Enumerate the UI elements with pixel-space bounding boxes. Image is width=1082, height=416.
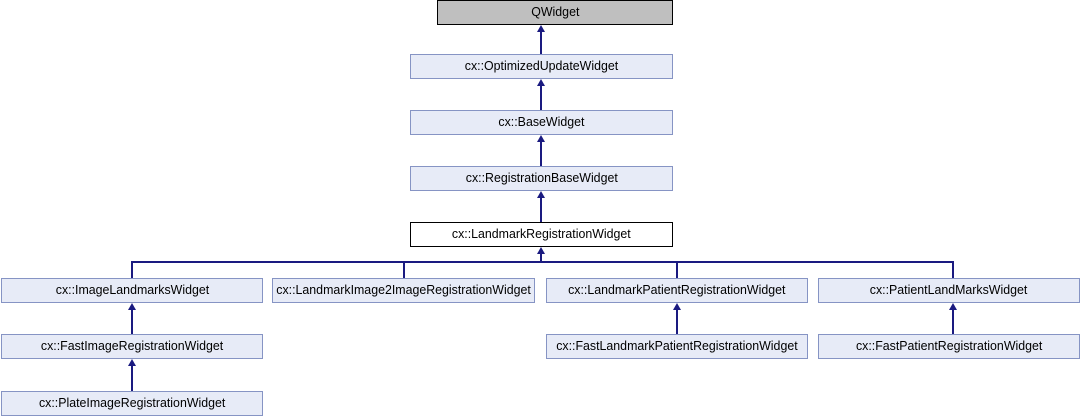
node-optimizedupdatewidget[interactable]: cx::OptimizedUpdateWidget: [410, 54, 673, 79]
node-label: cx::FastImageRegistrationWidget: [40, 339, 224, 354]
node-label: cx::RegistrationBaseWidget: [465, 171, 618, 186]
edge-fastlandmarkpatientregistrationwidget-to-landmarkpatientregistrationwidget: [676, 310, 678, 334]
node-label: cx::PatientLandMarksWidget: [870, 283, 1028, 298]
node-label: cx::LandmarkRegistrationWidget: [452, 227, 631, 242]
arrowhead-landmarkregistrationwidget: [537, 247, 545, 254]
edge-fastpatientregistrationwidget-to-patientlandmarkswidget: [952, 310, 954, 334]
edge-bus-drop-landmarkimage2imageregistrationwidget: [403, 261, 405, 278]
edge-basewidget-to-optimizedupdatewidget: [540, 86, 542, 110]
arrowhead-patientlandmarkswidget: [949, 303, 957, 310]
arrowhead-fastimageregistrationwidget: [128, 359, 136, 366]
node-label: cx::ImageLandmarksWidget: [55, 283, 209, 298]
node-landmarkregistrationwidget[interactable]: cx::LandmarkRegistrationWidget: [410, 222, 673, 247]
arrowhead-basewidget: [537, 135, 545, 142]
arrowhead-optimizedupdatewidget: [537, 79, 545, 86]
node-imagelandmarkswidget[interactable]: cx::ImageLandmarksWidget: [1, 278, 263, 303]
node-plateimageregistrationwidget[interactable]: cx::PlateImageRegistrationWidget: [1, 391, 263, 416]
arrowhead-qwidget: [537, 25, 545, 32]
node-label: cx::FastLandmarkPatientRegistrationWidge…: [556, 339, 798, 354]
edge-bus-drop-landmarkpatientregistrationwidget: [676, 261, 678, 278]
edge-bus-stem: [540, 254, 542, 263]
edge-bus-drop-patientlandmarkswidget: [952, 261, 954, 278]
node-fastlandmarkpatientregistrationwidget[interactable]: cx::FastLandmarkPatientRegistrationWidge…: [546, 334, 808, 359]
node-label: cx::LandmarkPatientRegistrationWidget: [568, 283, 786, 298]
edge-plateimageregistrationwidget-to-fastimageregistrationwidget: [131, 366, 133, 391]
edge-optimizedupdatewidget-to-qwidget: [540, 31, 542, 54]
node-qwidget[interactable]: QWidget: [437, 0, 673, 25]
node-label: cx::FastPatientRegistrationWidget: [855, 339, 1043, 354]
node-fastimageregistrationwidget[interactable]: cx::FastImageRegistrationWidget: [1, 334, 263, 359]
edge-fastimageregistrationwidget-to-imagelandmarkswidget: [131, 310, 133, 334]
edge-registrationbasewidget-to-basewidget: [540, 142, 542, 166]
node-label: QWidget: [530, 5, 580, 20]
node-landmarkpatientregistrationwidget[interactable]: cx::LandmarkPatientRegistrationWidget: [546, 278, 808, 303]
node-label: cx::LandmarkImage2ImageRegistrationWidge…: [276, 283, 531, 298]
node-label: cx::PlateImageRegistrationWidget: [38, 396, 226, 411]
node-landmarkimage2imageregistrationwidget[interactable]: cx::LandmarkImage2ImageRegistrationWidge…: [272, 278, 535, 303]
arrowhead-registrationbasewidget: [537, 191, 545, 198]
node-label: cx::BaseWidget: [498, 115, 585, 130]
edge-landmarkregistrationwidget-to-registrationbasewidget: [540, 198, 542, 222]
node-label: cx::OptimizedUpdateWidget: [464, 59, 619, 74]
arrowhead-landmarkpatientregistrationwidget: [673, 303, 681, 310]
node-registrationbasewidget[interactable]: cx::RegistrationBaseWidget: [410, 166, 673, 191]
edge-bus-horizontal: [131, 261, 954, 263]
arrowhead-imagelandmarkswidget: [128, 303, 136, 310]
edge-bus-drop-imagelandmarkswidget: [131, 261, 133, 278]
node-basewidget[interactable]: cx::BaseWidget: [410, 110, 673, 135]
node-fastpatientregistrationwidget[interactable]: cx::FastPatientRegistrationWidget: [818, 334, 1080, 359]
node-patientlandmarkswidget[interactable]: cx::PatientLandMarksWidget: [818, 278, 1080, 303]
